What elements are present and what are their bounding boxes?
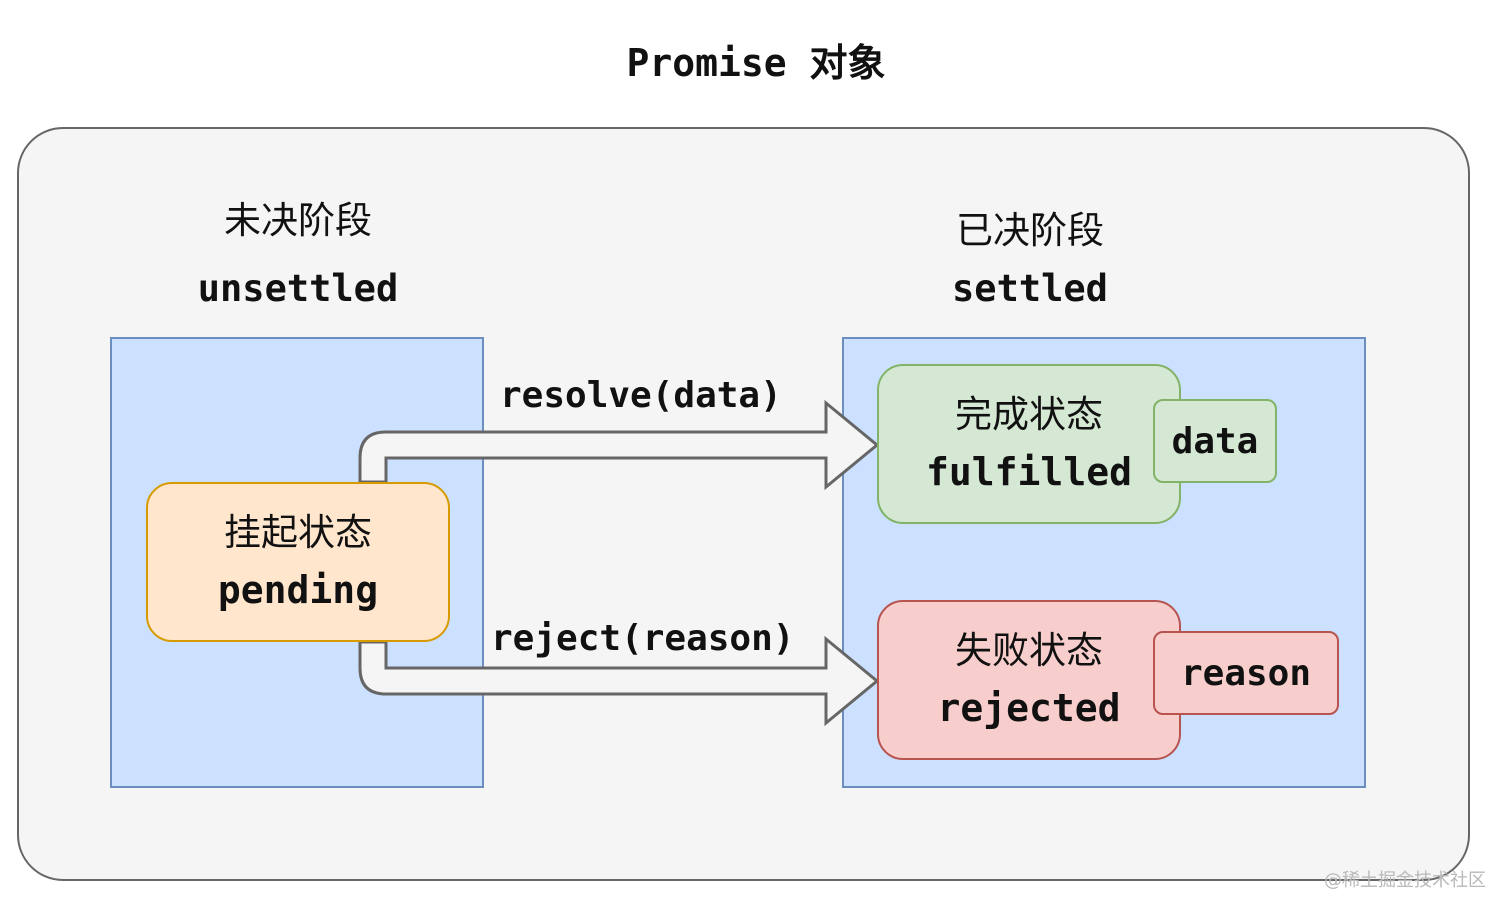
settled-stage-label-en: settled [952,267,1108,310]
resolve-transition-label: resolve(data) [500,375,782,416]
fulfilled-data-tag: data [1153,399,1277,483]
rejected-reason-tag: reason [1153,631,1339,715]
pending-state-label-cn: 挂起状态 [224,511,372,554]
unsettled-stage-label-cn: 未决阶段 [224,199,372,242]
settled-stage-label-cn: 已决阶段 [956,209,1104,252]
reject-arrow [358,635,880,727]
diagram-title: Promise 对象 [626,41,886,85]
fulfilled-state-label-cn: 完成状态 [955,393,1103,436]
unsettled-stage-label-en: unsettled [197,267,399,310]
rejected-state-label-en: rejected [937,686,1121,730]
fulfilled-state-label-en: fulfilled [926,450,1132,494]
rejected-state-label-cn: 失败状态 [955,629,1103,672]
reject-transition-label: reject(reason) [491,618,795,659]
pending-state-label-en: pending [217,568,379,612]
watermark: @稀土掘金技术社区 [1324,870,1486,891]
resolve-arrow [358,399,880,491]
fulfilled-state: 完成状态 fulfilled [877,364,1181,524]
rejected-state: 失败状态 rejected [877,600,1181,760]
pending-state: 挂起状态 pending [146,482,450,642]
